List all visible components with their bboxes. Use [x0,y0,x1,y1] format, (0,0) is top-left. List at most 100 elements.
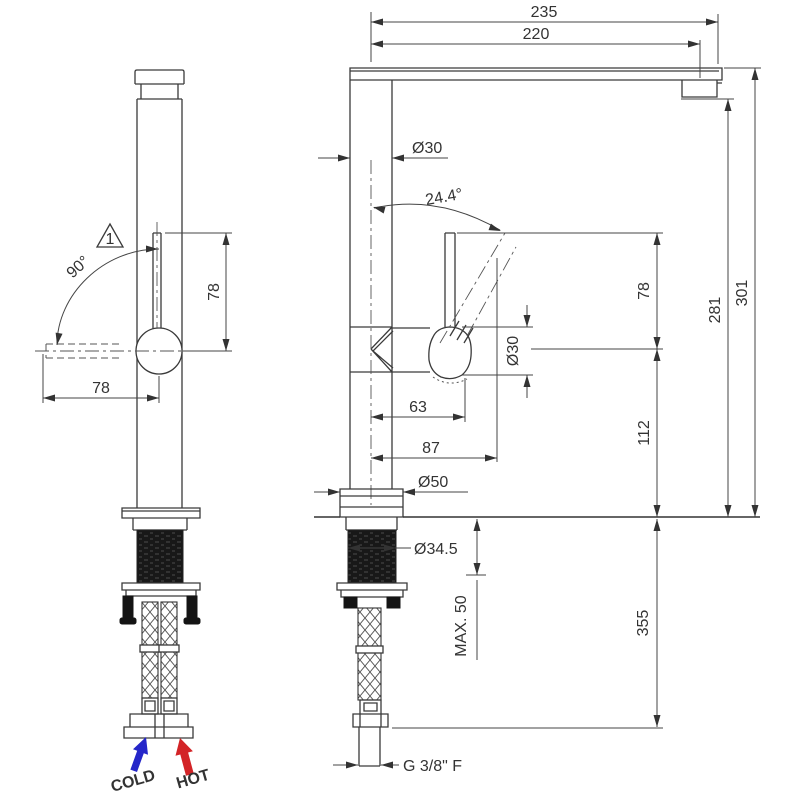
dim-handle-offset: 78 [92,380,110,397]
dim-overall-reach: 235 [531,4,558,21]
side-hose-fittings [141,697,178,715]
side-hose-ring-right [158,644,180,653]
dim-line-78h [42,354,160,403]
dim-column-diameter: Ø30 [412,140,442,157]
front-mounting-plate [336,582,408,598]
arrowhead [371,454,383,462]
arrowhead [371,40,383,48]
arrowhead [688,40,700,48]
front-hose [357,607,382,701]
arrowhead [751,505,759,517]
warning-triangle-icon [95,222,125,248]
arrowhead [338,154,350,162]
dim-line-235 [370,12,719,64]
arrowhead [653,337,661,349]
dim-line-63 [371,378,466,422]
arrowhead [751,68,759,80]
dim-shank-diameter: Ø34.5 [414,541,458,558]
arrowhead [371,18,383,26]
front-base-flange [339,488,404,518]
dim-overall-height: 301 [734,280,751,307]
cold-arrow-icon [130,737,148,772]
arrowhead [724,505,732,517]
side-view: COLD HOT 1 90° 78 78 [35,69,232,796]
dim-line-301 [724,67,761,517]
side-base-flange [121,507,201,519]
side-lever-phantom [45,343,122,359]
arrowhead [706,18,718,26]
front-hose-ring [355,645,384,654]
dim-swivel-angle: 24.4° [424,186,464,209]
arrowhead [222,233,230,245]
dim-line-78-front [457,232,663,350]
arrowhead [346,761,358,769]
dim-spout-reach: 220 [523,26,550,43]
hot-arrow-icon [175,738,194,776]
arrowhead [403,488,415,496]
arrowhead [473,519,481,531]
arrowhead [146,245,158,253]
front-base-block [345,517,398,531]
dim-line-220 [371,40,701,78]
arrowhead [147,394,159,402]
dim-max-counter-thickness: MAX. 50 [453,595,470,656]
side-mounting-bolt-right [186,595,198,619]
dim-outlet-height: 281 [707,297,724,324]
dim-handle-offset-87: 87 [422,440,440,457]
side-connector-nut [123,713,194,739]
side-mounting-bolt-left [122,595,134,619]
arrowhead [453,413,465,421]
arrowhead [371,413,383,421]
arrowhead [523,375,531,387]
dim-rotation-angle: 90° [64,253,93,282]
warning-callout-number: 1 [106,231,115,248]
front-lever-upright [444,232,456,327]
dim-line-355 [392,519,663,729]
dim-connection-thread: G 3/8" F [403,758,462,775]
side-bolt-foot-left [119,617,137,625]
rotation-arc-90 [56,248,160,346]
side-hose-ring-left [139,644,161,653]
arrowhead [653,505,661,517]
front-handle-ball [428,326,472,380]
swivel-arc [373,203,501,231]
front-valve-chamfer [370,326,430,373]
dim-base-diameter: Ø50 [418,474,448,491]
dim-line-87 [371,258,498,462]
front-spout [349,67,723,81]
front-threaded-shank [347,529,397,584]
side-spout-cap [134,69,185,100]
arrowhead [372,203,386,214]
arrowhead [381,761,393,769]
dim-body-height: 112 [636,420,653,446]
side-threaded-shank [136,529,184,584]
arrowhead [653,715,661,727]
cold-label: COLD [109,767,157,796]
arrowhead [222,339,230,351]
dim-lever-height: 78 [206,283,223,301]
front-stud-right [386,596,401,609]
arrowhead [328,488,340,496]
front-hose-tail [358,727,381,767]
front-lever-phantom [439,232,517,344]
front-aerator [681,80,722,98]
arrowhead [523,315,531,327]
front-view: 235 220 Ø30 24.4° 78 112 281 301 [314,4,761,775]
arrowhead [653,233,661,245]
side-base-block [132,518,188,531]
dim-hose-length: 355 [635,610,652,637]
front-hose-fitting [352,699,389,728]
side-bolt-foot-right [183,617,201,625]
arrowhead [653,349,661,361]
dim-handle-offset-63: 63 [409,399,427,416]
side-column [136,99,183,508]
dim-line-281 [681,98,734,517]
front-stud-left [343,596,358,609]
arrowhead [392,154,404,162]
arrowhead [653,519,661,531]
arrowhead [724,99,732,111]
front-column [349,80,393,489]
dim-handle-diameter: Ø30 [505,336,522,366]
side-mounting-plate [121,582,201,597]
dim-line-78v [165,232,232,352]
